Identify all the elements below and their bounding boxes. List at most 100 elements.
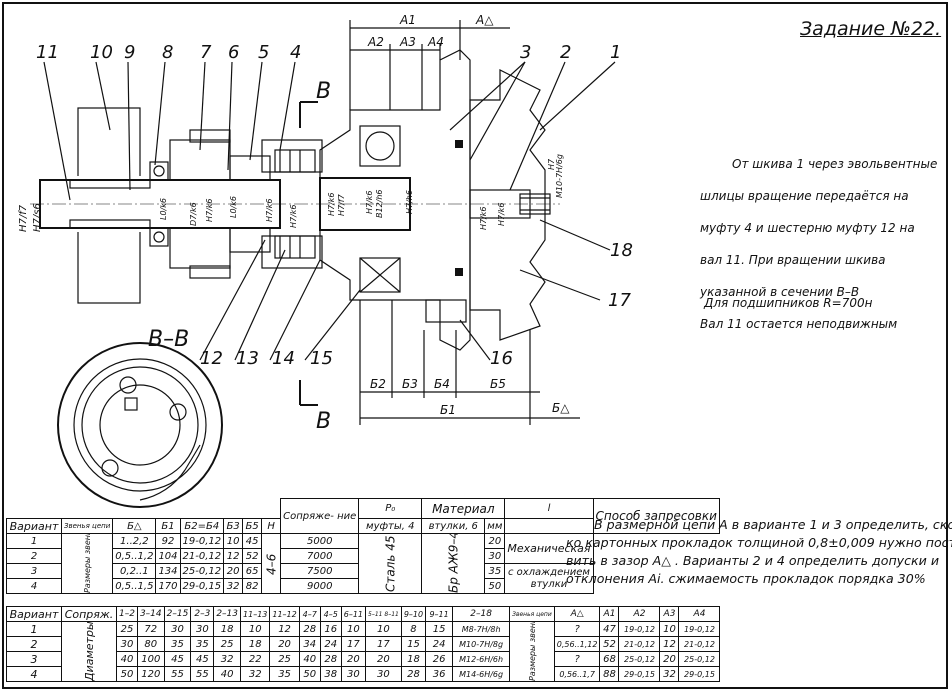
cell: M14-6H/6g [452, 666, 511, 682]
seal-lower [455, 268, 463, 276]
task-title: Задание №22. [800, 18, 942, 40]
cell: 65 [242, 563, 263, 579]
description-line: вал 11. При вращении шкива [700, 253, 886, 267]
conj-cell: 4–6 [261, 533, 281, 594]
header-cell: Материал [421, 498, 506, 519]
description-line: муфту 4 и шестерню муфту 12 на [700, 221, 915, 235]
header-cell: мм [484, 518, 506, 534]
part-number: 7 [200, 42, 212, 63]
dim-label: Б3 [402, 377, 418, 391]
dim-label: A△ [475, 13, 494, 27]
part-number: 14 [272, 348, 295, 369]
leader-lines [43, 61, 616, 361]
cell: 40 [213, 666, 242, 682]
cell: M8-7H/8h [452, 621, 511, 637]
header-cell: Б1 [155, 518, 181, 534]
cell: 30 [116, 636, 138, 652]
section-title: В–В [148, 327, 189, 352]
cell: 18 [400, 651, 427, 667]
housing-wall [70, 107, 150, 304]
cut-letter: В [316, 409, 331, 434]
cell: 8 [400, 621, 427, 637]
cell: 1..2,2 [112, 533, 157, 549]
cell: 34 [298, 636, 321, 652]
part-number: 12 [200, 348, 223, 369]
header-cell: 4–5 [319, 606, 342, 622]
cell: ? [553, 651, 601, 667]
fit-label: B12/h6 [375, 189, 384, 218]
cell: 25 [213, 636, 242, 652]
cell: 52 [599, 636, 620, 652]
dim-label: A2 [367, 35, 384, 49]
cell: 10 [223, 533, 244, 549]
description-line: Вал 11 остается неподвижным [700, 317, 898, 331]
cell: 35 [190, 636, 215, 652]
header-cell: A3 [659, 606, 680, 622]
fit-label: H7/f7 [337, 193, 346, 216]
part-number: 8 [162, 42, 173, 63]
mechanism-description: От шкива 1 через эвольвентные шлицы вращ… [700, 140, 940, 332]
description-line: От шкива 1 через эвольвентные [732, 157, 938, 171]
cell: 21-0,12 [618, 636, 661, 652]
header-cell: A△ [553, 606, 601, 622]
cell: 50 [116, 666, 138, 682]
cell: 12 [269, 621, 300, 637]
cell: 25 [269, 651, 300, 667]
cell: 0,56..1,7 [553, 666, 601, 682]
description-line: указанной в сечении В–В [700, 285, 860, 299]
cell: 29-0,15 [618, 666, 661, 682]
dim-label: Б5 [490, 377, 506, 391]
fit-label: H7/k6 [479, 206, 488, 230]
header-cell: Сопряже- ние [280, 498, 360, 534]
variant-cell: 3 [6, 563, 62, 579]
cell: 28 [298, 621, 321, 637]
cell: 20 [340, 651, 367, 667]
cell: 38 [319, 666, 342, 682]
cell: 82 [242, 578, 263, 594]
fit-label: H7/k6 [327, 192, 336, 216]
cell: 24 [425, 636, 454, 652]
description-line: шлицы вращение передаётся на [700, 189, 909, 203]
cell: 18 [240, 636, 271, 652]
cell: 17 [340, 636, 367, 652]
cell: 36 [425, 666, 454, 682]
header-cell: 2–18 [452, 606, 511, 622]
cell: 52 [242, 548, 263, 564]
side-label: Размеры звеньев цепи, мм [61, 533, 113, 594]
header-cell: A2 [618, 606, 661, 622]
header-cell: A4 [678, 606, 721, 622]
cell: 25-0,12 [678, 651, 721, 667]
dim-label: A4 [427, 35, 444, 49]
header-cell: Вариант [6, 606, 62, 622]
cell: 55 [190, 666, 215, 682]
task-line: ко картонных прокладок толщиной 0,8±0,00… [566, 535, 952, 550]
cell: 100 [136, 651, 165, 667]
part-number: 16 [490, 348, 513, 369]
cell: 17 [365, 636, 402, 652]
part-number: 3 [520, 42, 531, 63]
header-cell: 11–12 [269, 606, 300, 622]
cell: 92 [155, 533, 181, 549]
task-line: отклонения Ai. сжимаемость прокладок пор… [566, 571, 926, 586]
cell: 0,2..1 [112, 563, 157, 579]
cell: 32 [659, 666, 680, 682]
side-label: Размеры звеньев цепи, мм [509, 621, 555, 682]
cell: 12 [223, 548, 244, 564]
method-cell: Механическая [504, 533, 594, 564]
header-cell: 5–11 8–11 [365, 606, 402, 622]
header-cell: Звенья цепи [60, 518, 114, 534]
cell: 32 [223, 578, 244, 594]
part-number: 17 [608, 290, 631, 311]
cell: 32 [240, 666, 271, 682]
header-cell: 9–11 [425, 606, 454, 622]
clutch-4 [261, 139, 323, 269]
cell: 30 [340, 666, 367, 682]
cell: 24 [319, 636, 342, 652]
header-cell: Б3 [223, 518, 244, 534]
cell: 20 [223, 563, 244, 579]
cell: 9000 [280, 578, 360, 594]
bearing-left [149, 161, 169, 247]
diameters-table: Вариант Сопряж. 1–2 3–14 2–15 2–3 2–13 1… [6, 606, 721, 682]
cell: 25 [116, 621, 138, 637]
